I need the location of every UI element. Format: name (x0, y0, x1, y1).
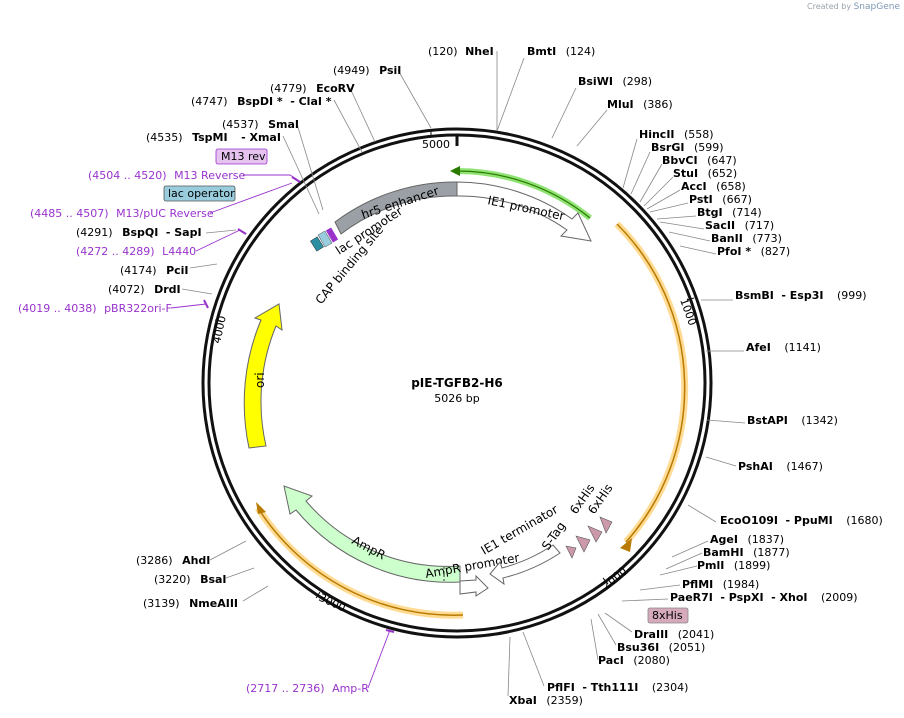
site-afei: AfeI (1141) (746, 341, 821, 354)
site-drdi: (4072) DrdI (108, 283, 181, 296)
ampr-promoter-feature (459, 574, 489, 597)
site-nmeaiii: (3139) NmeAIII (143, 597, 238, 610)
site-draiii: DraIII (2041) (634, 628, 714, 641)
plasmid-length: 5026 bp (434, 392, 479, 405)
site-btgi: BtgI (714) (697, 206, 762, 219)
tick-2000 (602, 577, 609, 585)
site-nhei: (120) NheI (428, 45, 494, 58)
s-tag-label: S-Tag (539, 519, 568, 553)
site-stui: StuI (652) (673, 167, 737, 180)
ampr-feature (283, 485, 461, 583)
site-paci: PacI (2080) (598, 654, 670, 667)
site-sacii: SacII (717) (705, 219, 774, 232)
site-bspdi: (4747) BspDI * - ClaI * (191, 95, 332, 108)
lac-operator-feature (317, 230, 333, 248)
orf-arc-right (616, 223, 686, 543)
ie1-promoter-arrow (456, 181, 592, 242)
site-bsai: (3220) BsaI (154, 573, 227, 586)
site-tspmi: (4535) TspMI - XmaI (146, 131, 281, 144)
site-psti: PstI (667) (689, 193, 752, 206)
site-pflmi: PflMI (1984) (682, 578, 759, 591)
orf-arrow-right (620, 538, 632, 552)
s-tag-arrow (565, 545, 577, 559)
tick-4000 (214, 319, 222, 322)
site-pmli: PmlI (1899) (697, 559, 770, 572)
tick-3000 (315, 591, 321, 599)
site-pflfi: PflFI - Tth111I (2304) (547, 681, 688, 694)
site-smai: (4537) SmaI (222, 118, 299, 131)
site-mlui: MluI (386) (607, 98, 673, 111)
orf-arrow-bottom (256, 502, 266, 514)
tick-label-5000: 5000 (422, 138, 450, 151)
lac-operator-box (163, 185, 236, 202)
primer-pbr322ori-f: (4019 .. 4038) pBR322ori-F (18, 302, 172, 315)
his8-label: 8xHis (652, 609, 683, 622)
primer-m13-reverse: (4504 .. 4520) M13 Reverse (88, 169, 245, 182)
his6-arrow-b (587, 525, 603, 543)
m13-rev-label: M13 rev (221, 150, 266, 163)
ie1-terminator-feature (489, 544, 561, 586)
ie1-highlight-arrow (450, 166, 460, 176)
primer-labels: (4504 .. 4520) M13 Reverse (4485 .. 4507… (18, 169, 369, 695)
site-bstapi: BstAPI (1342) (747, 414, 838, 427)
site-hincii: HincII (558) (639, 128, 714, 141)
site-paer7i: PaeR7I - PspXI - XhoI (2009) (670, 591, 858, 604)
site-agei: AgeI (1837) (710, 533, 784, 546)
tick-label-1000: 1000 (677, 297, 699, 328)
site-bsiwi: BsiWI (298) (578, 75, 652, 88)
primer-l4440: (4272 .. 4289) L4440 (76, 245, 196, 258)
site-bsu36i: Bsu36I (2051) (617, 641, 705, 654)
lac-operator-label: lac operator (168, 187, 235, 200)
ie1-highlight-line (454, 170, 591, 219)
site-bsrgi: BsrGI (599) (651, 141, 724, 154)
hr5-enhancer (334, 181, 458, 235)
site-labels: (120) NheI BmtI (124) BsiWI (298) MluI (… (76, 45, 883, 707)
site-bsmbi: BsmBI - Esp3I (999) (735, 289, 867, 302)
his8-box (647, 607, 689, 624)
orf-arc-bottom (257, 507, 464, 616)
site-bamhi: BamHI (1877) (703, 546, 790, 559)
his6-arrow-c (599, 516, 613, 534)
snapgene-credit: Created by SnapGene (807, 2, 900, 12)
ori-feature (243, 303, 283, 449)
site-ecoo109i: EcoO109I - PpuMI (1680) (720, 514, 883, 527)
site-ecorv: (4779) EcoRV (270, 82, 355, 95)
tick-label-3000: 3000 (317, 591, 348, 615)
site-bmti: BmtI (124) (527, 45, 595, 58)
tick-label-4000: 4000 (210, 315, 229, 345)
site-psii: (4949) PsiI (333, 64, 401, 77)
m13-rev-site (325, 227, 339, 243)
credit-prefix: Created by (807, 2, 852, 11)
site-leaders (181, 51, 746, 697)
primer-amp-r: (2717 .. 2736) Amp-R (246, 682, 369, 695)
site-acci: AccI (658) (681, 180, 746, 193)
tick-1000 (686, 297, 695, 301)
site-bbvci: BbvCI (647) (662, 154, 737, 167)
tick-label-2000: 2000 (600, 564, 630, 592)
his6-arrow-a (575, 535, 591, 553)
primer-leaders (170, 174, 395, 689)
site-pshai: PshAI (1467) (738, 460, 823, 473)
m13-rev-box (215, 148, 268, 165)
orf-highlight-right (614, 221, 689, 545)
ori-label: ori (253, 372, 267, 388)
site-banii: BanII (773) (711, 232, 782, 245)
site-pfoi: PfoI * (827) (717, 245, 790, 258)
site-bspqi: (4291) BspQI - SapI (76, 226, 202, 239)
site-xbai: XbaI (2359) (509, 694, 583, 707)
backbone-outer (201, 127, 713, 639)
cap-binding-feature (310, 236, 324, 252)
site-ahdi: (3286) AhdI (136, 554, 210, 567)
plasmid-name: pIE-TGFB2-H6 (411, 376, 503, 390)
primer-m13-puc-reverse: (4485 .. 4507) M13/pUC Reverse (30, 207, 214, 220)
snapgene-logo: SnapGene (853, 2, 900, 12)
site-pcii: (4174) PciI (120, 264, 189, 277)
